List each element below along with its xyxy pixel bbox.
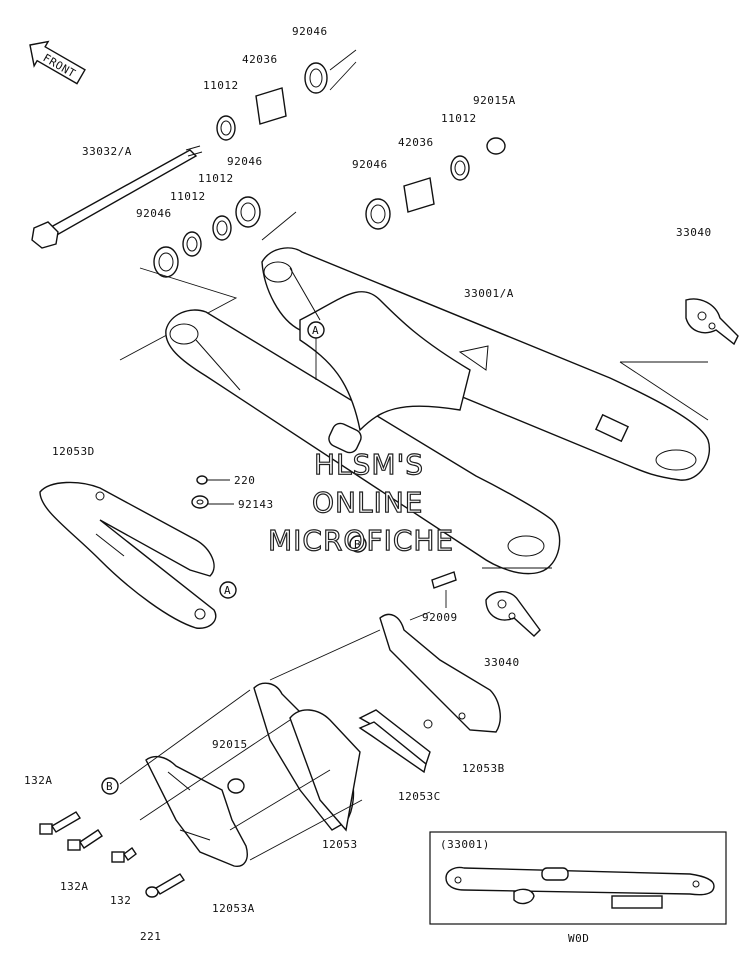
callout-a1: A	[307, 321, 325, 380]
chain-adjuster-bottom	[485, 591, 541, 637]
watermark-line-1: HLSM'S	[314, 448, 424, 481]
label-42036: 42036	[242, 53, 278, 66]
callout-a2: A	[219, 581, 237, 599]
bolt-132a-1	[39, 811, 81, 835]
label-132a: 132A	[24, 774, 53, 787]
label-220: 220	[234, 474, 255, 487]
front-arrow-icon: FRONT	[29, 40, 86, 85]
label-92046: 92046	[227, 155, 263, 168]
bearing-set-right	[365, 137, 506, 230]
inset-box: (33001) W0D	[429, 831, 727, 945]
svg-text:B: B	[354, 538, 361, 551]
watermark-line-2: ONLINE	[312, 486, 423, 519]
label-221: 221	[140, 930, 161, 943]
label-92009: 92009	[422, 611, 458, 624]
label-42036: 42036	[398, 136, 434, 149]
svg-text:A: A	[224, 584, 231, 597]
watermark-line-3: MICROFICHE	[268, 524, 454, 557]
label-33040: 33040	[676, 226, 712, 239]
pivot-shaft	[31, 145, 203, 249]
chain-guide-assembly	[119, 611, 501, 867]
label-11012: 11012	[170, 190, 206, 203]
label-11012: 11012	[441, 112, 477, 125]
inset-title: (33001)	[440, 838, 490, 851]
bolt-132a-2	[67, 829, 103, 851]
svg-text:B: B	[106, 780, 113, 793]
bearing-set-upper	[216, 49, 357, 141]
watermark: HLSM'S ONLINE MICROFICHE	[267, 447, 454, 557]
stud-bolt	[431, 571, 457, 608]
label-33040: 33040	[484, 656, 520, 669]
label-92143: 92143	[238, 498, 274, 511]
label-12053a: 12053A	[212, 902, 255, 915]
callout-b1: B	[349, 535, 367, 553]
inset-caption: W0D	[568, 932, 589, 945]
label-92015: 92015	[212, 738, 248, 751]
label-12053b: 12053B	[462, 762, 505, 775]
chain-adjuster-top	[685, 298, 739, 346]
label-12053c: 12053C	[398, 790, 441, 803]
svg-text:A: A	[312, 324, 319, 337]
label-92046: 92046	[136, 207, 172, 220]
label-132: 132	[110, 894, 131, 907]
label-92046: 92046	[292, 25, 328, 38]
bolt-132	[111, 846, 137, 863]
screw-221	[145, 873, 185, 898]
label-12053d: 12053D	[52, 445, 95, 458]
callout-b2: B	[101, 777, 119, 795]
label-11012: 11012	[203, 79, 239, 92]
label-92015a: 92015A	[473, 94, 516, 107]
bearing-set-left	[119, 196, 297, 361]
label-33032a: 33032/A	[82, 145, 132, 158]
chain-slider	[39, 481, 217, 629]
washer-and-screw	[191, 475, 234, 509]
label-12053: 12053	[322, 838, 358, 851]
label-33001a: 33001/A	[464, 287, 514, 300]
label-11012: 11012	[198, 172, 234, 185]
label-92046: 92046	[352, 158, 388, 171]
label-132a: 132A	[60, 880, 89, 893]
swingarm	[165, 247, 710, 575]
part-labels: 92046 42036 11012 92015A 11012 42036 920…	[24, 25, 712, 943]
